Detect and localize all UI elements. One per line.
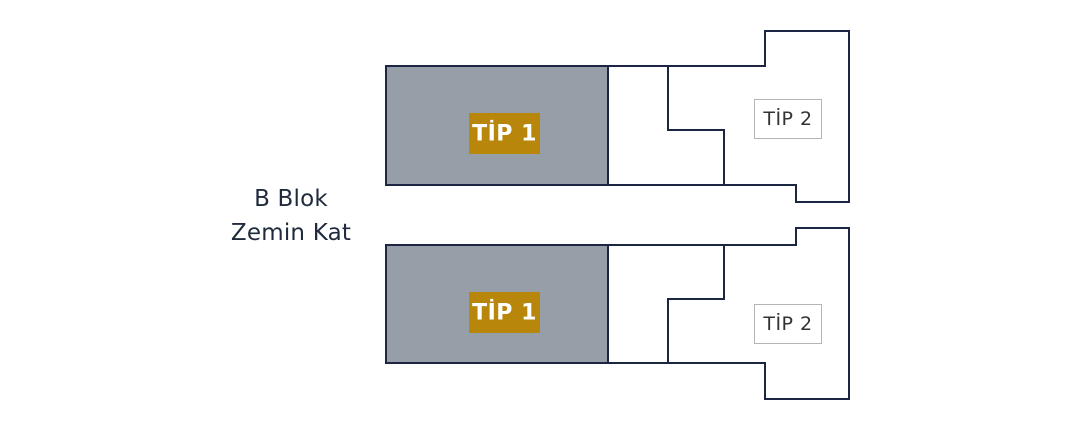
tip1-label-top: TİP 1 <box>472 121 537 147</box>
tip1-badge-top[interactable]: TİP 1 <box>469 113 540 154</box>
floor-name: Zemin Kat <box>230 220 352 246</box>
tip2-label-top: TİP 2 <box>762 107 812 130</box>
tip2-badge-bg <box>754 99 822 139</box>
floor-plan-bottom-row: TİP 1 TİP 2 <box>385 227 850 400</box>
tip2-label-bottom: TİP 2 <box>762 312 812 335</box>
tip1-badge-bg <box>469 292 540 333</box>
corridor-divider-top <box>667 66 725 185</box>
tip2-badge-bg <box>754 304 822 344</box>
block-name: B Blok <box>254 186 328 212</box>
tip2-badge-bottom[interactable]: TİP 2 <box>754 304 822 344</box>
tip2-badge-top[interactable]: TİP 2 <box>754 99 822 139</box>
tip1-label-bottom: TİP 1 <box>472 300 537 326</box>
floor-plan-top-row: TİP 1 TİP 2 <box>385 30 850 203</box>
corridor-divider-bottom <box>667 245 725 363</box>
tip1-badge-bottom[interactable]: TİP 1 <box>469 292 540 333</box>
floor-label: B Blok Zemin Kat <box>212 182 370 250</box>
tip1-badge-bg <box>469 113 540 154</box>
